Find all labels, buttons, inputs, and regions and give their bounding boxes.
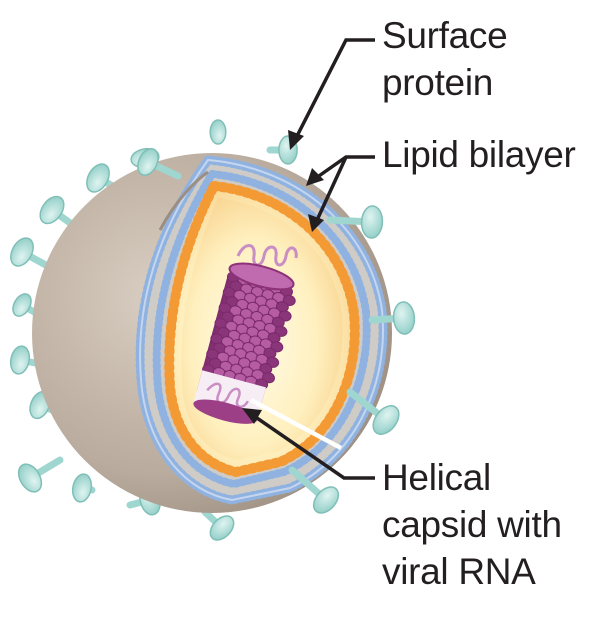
surface-protein-spike — [346, 388, 400, 435]
capsid-bottom-rim — [193, 399, 258, 424]
label-surface-protein-line2: protein — [382, 62, 494, 103]
cut-edge-shadow — [158, 170, 209, 231]
lipid-bilayer-outer-line — [139, 158, 384, 502]
label-helical-capsid-line3: viral RNA — [382, 551, 536, 592]
arrowhead-surface-protein — [288, 130, 304, 150]
leader-helical-capsid — [253, 414, 375, 480]
label-helical-capsid-line2: capsid with — [382, 504, 562, 545]
edge-surface-proteins — [137, 119, 416, 514]
label-lipid-bilayer: Lipid bilayer — [382, 131, 576, 178]
capsid-top-cap — [228, 262, 295, 291]
label-lipid-bilayer-line1: Lipid bilayer — [382, 134, 576, 175]
viral-rna-exposed — [206, 382, 249, 408]
surface-protein-spike — [326, 205, 384, 239]
label-helical-capsid-line1: Helical — [382, 457, 491, 498]
surface-protein-spike — [17, 456, 64, 493]
leader-lines — [242, 38, 375, 480]
rna-pointer-highlight — [250, 398, 342, 450]
helical-capsid — [193, 244, 342, 450]
lipid-bilayer-inner-blue — [152, 169, 371, 489]
arrowhead-helical-capsid — [242, 408, 262, 424]
surface-protein-spike — [288, 466, 340, 514]
surface-protein-spike — [137, 147, 182, 180]
surface-protein-spike — [71, 473, 96, 503]
surface-protein-spike — [201, 508, 235, 541]
arrowhead-lipid-inner — [308, 214, 324, 232]
capsid-protein-units — [202, 271, 296, 390]
leader-lipid-inner — [316, 156, 348, 219]
arrowhead-lipid-outer — [306, 168, 324, 186]
leader-surface-protein — [294, 38, 375, 139]
label-surface-protein: Surface protein — [382, 12, 508, 106]
viral-rna-coil — [236, 244, 298, 267]
label-helical-capsid: Helical capsid with viral RNA — [382, 454, 562, 595]
surface-protein-spike — [368, 301, 416, 335]
surface-protein-spike — [209, 119, 227, 145]
label-surface-protein-line1: Surface — [382, 15, 508, 56]
